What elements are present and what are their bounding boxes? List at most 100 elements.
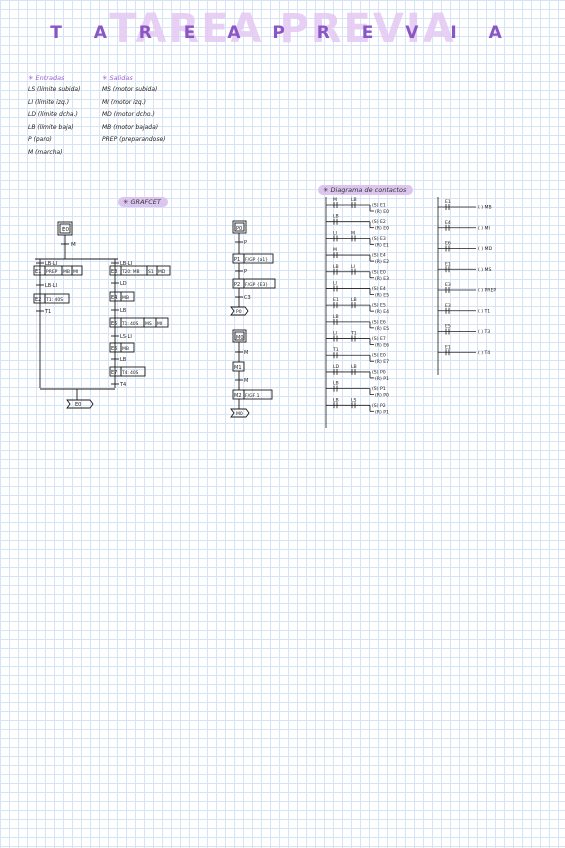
- contact-label: LB: [333, 214, 339, 220]
- ladder-heading: ✳ Diagrama de contactos: [318, 185, 414, 195]
- coil-label: (S) E3: [372, 236, 386, 242]
- action-label: MB: [63, 269, 70, 275]
- coil-label: (R) E4: [375, 309, 389, 315]
- contact-label: E3: [445, 303, 451, 309]
- contact-label: T1: [350, 331, 357, 337]
- action-label: T4: 40S: [121, 370, 139, 376]
- step-label: P0: [236, 226, 242, 232]
- contact-label: LS: [351, 397, 357, 403]
- contact-label: M: [333, 197, 337, 203]
- transition-label: LB·LI: [120, 261, 132, 267]
- step-label: E7: [111, 370, 117, 376]
- contact-label: LB: [351, 364, 357, 370]
- list-item: PREP (preparandose): [102, 136, 166, 144]
- step-label: E1: [35, 269, 41, 275]
- step-label: M0: [236, 335, 244, 341]
- step-label: E0: [62, 227, 69, 233]
- goto-label: M0: [236, 411, 243, 417]
- action-label: F/GP {E3}: [245, 282, 268, 288]
- coil-label: (R) E6: [375, 343, 389, 349]
- coil-label: (S) E5: [372, 303, 386, 309]
- transition-label: LD: [120, 281, 127, 287]
- coil-label: ( ) MB: [478, 205, 492, 211]
- coil-label: (R) E0: [375, 209, 389, 215]
- contact-label: M: [333, 247, 337, 253]
- contact-label: E4: [445, 220, 451, 226]
- action-label: S1: [148, 269, 154, 275]
- goto-label: E0: [75, 402, 81, 408]
- list-item: MS (motor subida): [102, 86, 158, 93]
- transition-label: LB: [120, 308, 127, 314]
- coil-label: (R) E3: [375, 276, 389, 282]
- step-label: P2: [234, 282, 240, 288]
- goto-arrow: [230, 306, 249, 316]
- list-item: M (marcha): [28, 148, 63, 156]
- list-item: LB (límite baja): [28, 123, 74, 131]
- transition-label: M: [244, 378, 248, 384]
- contact-label: E1: [445, 199, 451, 205]
- transition-label: LB·LI: [45, 283, 57, 289]
- action-label: MB: [122, 346, 129, 352]
- title-highlight: TAREA PREVIA: [109, 6, 456, 52]
- list-item: MD (motor dcho.): [102, 111, 155, 119]
- coil-label: (R) E0: [375, 226, 389, 232]
- contact-label: LD: [333, 364, 340, 370]
- goto-label: P0: [236, 309, 242, 315]
- coil-label: ( ) T4: [478, 350, 490, 356]
- contact-label: E5: [445, 324, 451, 330]
- coil-label: (R) E5: [375, 326, 389, 332]
- title-area: TAREA PREVIA T A R E A P R E V I A: [0, 6, 565, 56]
- contact-label: LB: [351, 197, 357, 203]
- entradas-heading: ✳ Entradas: [28, 74, 65, 82]
- step-label: M1: [234, 365, 242, 371]
- coil-label: (S) E0: [372, 353, 386, 359]
- page-title: T A R E A P R E V I A: [50, 23, 515, 43]
- list-item: MI (motor izq.): [102, 98, 146, 106]
- contact-label: LI: [333, 280, 337, 286]
- coil-label: ( ) T1: [478, 308, 490, 314]
- coil-label: (S) E4: [372, 253, 386, 259]
- contact-label: E6: [445, 241, 451, 247]
- coil-label: ( ) MI: [478, 225, 490, 231]
- contact-label: LB: [333, 314, 339, 320]
- list-item: LS (límite subida): [28, 86, 81, 93]
- action-label: T1: 40S: [45, 297, 63, 303]
- transition-label: T4: [119, 382, 126, 388]
- entradas-list: LS (límite subida) LI (límite izq.) LD (…: [28, 84, 80, 160]
- coil-label: ( ) PREP: [478, 288, 496, 294]
- coil-label: (S) P2: [372, 403, 386, 409]
- action-label: F/GP {a1}: [245, 257, 268, 263]
- transition-label: LB: [120, 357, 127, 363]
- action-label: F/GF 1: [245, 393, 260, 399]
- action-label: PREP: [46, 269, 58, 275]
- transition-label: LS·LI: [120, 334, 132, 340]
- list-item: MB (motor bajada): [102, 123, 159, 131]
- transition-label: LB·LI: [45, 261, 57, 267]
- contact-label: T1: [332, 347, 339, 353]
- coil-label: (R) E1: [375, 242, 389, 248]
- contact-label: LB: [351, 297, 357, 303]
- coil-label: (S) P0: [372, 369, 386, 375]
- coil-label: (S) P1: [372, 386, 386, 392]
- initial-step-inner: [59, 223, 71, 234]
- coil-label: (R) P1: [375, 376, 389, 382]
- contact-label: LI: [351, 264, 355, 270]
- coil-label: ( ) T3: [478, 329, 490, 335]
- action-label: T1: 40S: [121, 321, 139, 327]
- action-label: MB: [122, 295, 129, 301]
- contact-label: E1: [445, 344, 451, 350]
- transition-label: T1: [44, 309, 51, 315]
- coil-label: (R) P0: [375, 393, 389, 399]
- transition-label: M: [244, 350, 248, 356]
- coil-label: ( ) MS: [478, 267, 491, 273]
- contact-label: E1: [333, 297, 339, 303]
- coil-label: (R) P1: [375, 409, 389, 415]
- transition-label: P: [244, 240, 247, 246]
- contact-label: M: [351, 230, 355, 236]
- transition-label: P: [244, 269, 247, 275]
- action-label: T20: MB: [121, 269, 140, 275]
- contact-label: LB: [333, 381, 339, 387]
- coil-label: (S) E6: [372, 319, 386, 325]
- salidas-list: MS (motor subida) MI (motor izq.) MD (mo…: [102, 84, 165, 147]
